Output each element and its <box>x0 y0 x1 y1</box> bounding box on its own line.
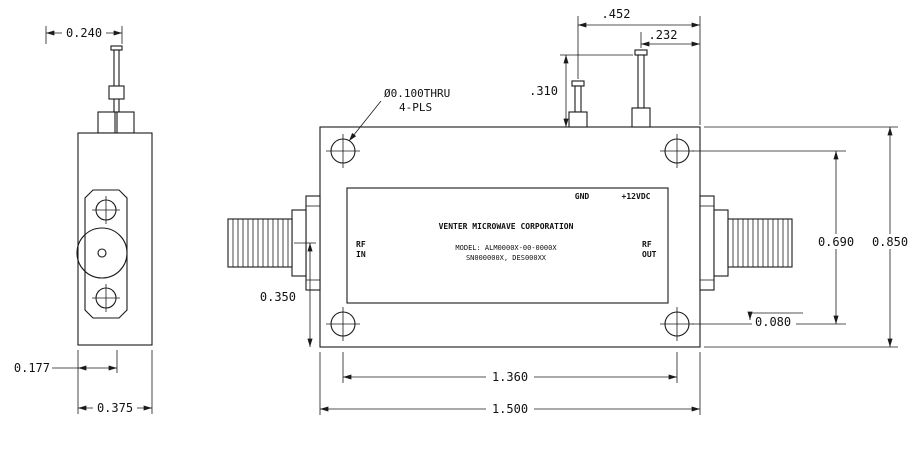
dim-hole-offset-label: 0.177 <box>14 361 50 375</box>
sma-thread-left-lines <box>232 219 289 267</box>
label-rf-out-2: OUT <box>642 250 657 259</box>
side-screw-hole-top <box>92 196 120 224</box>
mounting-hole-top-right <box>660 134 694 168</box>
dim-690-label: 0.690 <box>818 235 854 249</box>
label-plate <box>346 187 669 304</box>
label-model: MODEL: ALM0000X-00-0000X <box>455 244 557 252</box>
dim-350-label: 0.350 <box>260 290 296 304</box>
dim-232-label: .232 <box>649 28 678 42</box>
hole-note-line2: 4-PLS <box>399 101 432 114</box>
side-view: 0.240 <box>14 25 153 415</box>
side-body-outline <box>77 132 153 346</box>
dim-1500-label: 1.500 <box>492 402 528 416</box>
side-screw-hole-bottom <box>92 284 120 312</box>
sma-connector-right <box>699 195 793 291</box>
dim-pin-height: .310 <box>529 54 633 127</box>
dim-1360-label: 1.360 <box>492 370 528 384</box>
top-body-outline <box>319 126 701 348</box>
dim-310-label: .310 <box>529 84 558 98</box>
sma-thread-right-lines <box>732 219 789 267</box>
label-plate-text: GND +12VDC VENTER MICROWAVE CORPORATION … <box>356 192 657 262</box>
dim-body-width: 0.375 <box>78 350 153 415</box>
dim-centerline-offset: 0.350 <box>260 242 316 347</box>
label-rf-out-1: RF <box>642 240 652 249</box>
mounting-hole-bottom-left <box>326 307 360 341</box>
hole-note: Ø0.100THRU 4-PLS <box>348 87 450 142</box>
pin-standoff-right <box>116 111 135 134</box>
sma-thread-right <box>727 218 793 268</box>
top-view: GND +12VDC VENTER MICROWAVE CORPORATION … <box>227 7 914 416</box>
dc-pin-side <box>97 45 135 134</box>
dim-body-height: 0.850 <box>704 126 914 348</box>
hole-note-line1: Ø0.100THRU <box>384 87 450 100</box>
dim-850-label: 0.850 <box>872 235 908 249</box>
dim-body-width-label: 0.375 <box>97 401 133 415</box>
label-serial: SN000000X, DES000XX <box>466 254 547 262</box>
dim-hole-spacing-horizontal: 1.360 <box>342 352 678 384</box>
dim-080-label: 0.080 <box>755 315 791 329</box>
label-gnd: GND <box>575 192 590 201</box>
sma-thread-left <box>227 218 293 268</box>
dc-pin-tall <box>631 49 651 128</box>
label-company: VENTER MICROWAVE CORPORATION <box>439 222 574 231</box>
dc-pin-short <box>568 80 588 128</box>
mounting-hole-bottom-right <box>660 307 694 341</box>
dim-pin-offset-label: 0.240 <box>66 26 102 40</box>
mounting-hole-top-left <box>326 134 360 168</box>
dim-hole-spacing-vertical: 0.690 <box>692 150 860 325</box>
sma-jack-face <box>76 227 128 279</box>
dim-pin-offset: 0.240 <box>45 25 123 44</box>
dim-pin2-to-edge: .232 <box>640 28 700 48</box>
dim-hole-offset: 0.177 <box>14 350 118 414</box>
label-power: +12VDC <box>622 192 651 201</box>
dim-pin-to-edge-span: .452 <box>577 7 701 125</box>
dim-body-length: 1.500 <box>319 352 701 416</box>
pin-standoff-left <box>97 111 116 134</box>
label-rf-in-2: IN <box>356 250 366 259</box>
dim-452-label: .452 <box>602 7 631 21</box>
dim-hole-edge-offset: 0.080 <box>747 311 803 329</box>
label-rf-in-1: RF <box>356 240 366 249</box>
